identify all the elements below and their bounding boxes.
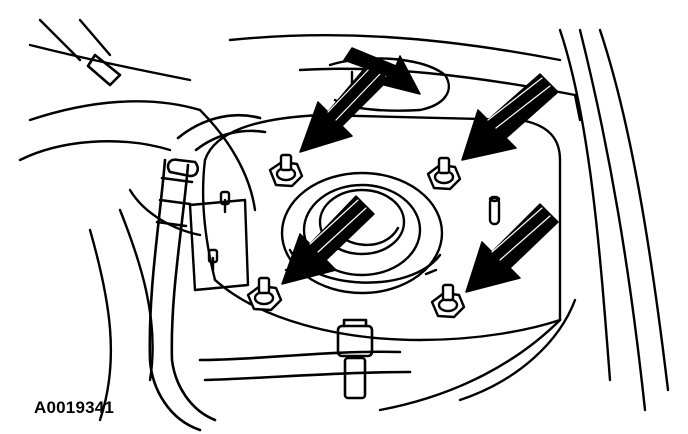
body-panel-lines: [18, 18, 670, 422]
hex-nut-lower-left: [246, 276, 283, 312]
hex-nut-upper-left: [268, 153, 304, 188]
arrow-callout-icon: [343, 47, 421, 95]
arrow-callout-icon: [281, 195, 375, 285]
wiring-harness: [86, 53, 412, 432]
callout-arrows: [281, 47, 559, 293]
arrow-callout-icon: [461, 73, 559, 161]
figure-code-label: A0019341: [34, 398, 115, 417]
alignment-pin: [488, 195, 501, 226]
arrow-callout-icon: [465, 203, 559, 293]
strut-mount-center: [280, 171, 444, 295]
hex-nut-upper-right: [426, 156, 462, 191]
arrow-callout-icon: [299, 61, 389, 153]
mounting-bracket: [188, 190, 250, 292]
hex-nut-lower-right: [430, 283, 466, 319]
